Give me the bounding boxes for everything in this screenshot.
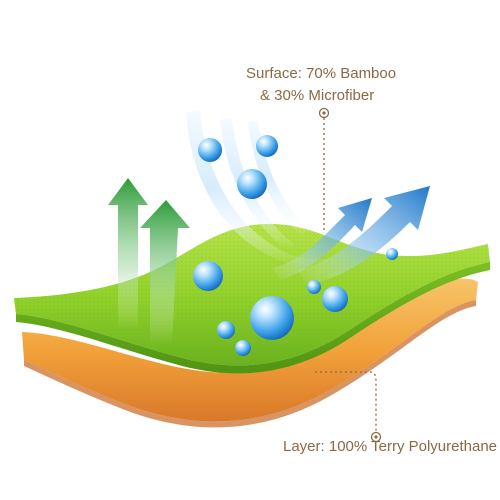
up-arrow-icon bbox=[140, 200, 190, 345]
up-arrow-icon bbox=[108, 178, 148, 330]
layer-label: Layer: 100% Terry Polyurethane bbox=[283, 438, 498, 455]
water-droplet-icon bbox=[217, 321, 235, 339]
surface-label-line2: & 30% Microfiber bbox=[260, 87, 375, 104]
water-droplet-icon bbox=[250, 296, 294, 340]
water-droplet-icon bbox=[386, 248, 398, 260]
layer-leader-line bbox=[315, 371, 382, 443]
water-droplet-icon bbox=[307, 280, 321, 294]
diagonal-arrow-icon bbox=[298, 186, 430, 284]
water-droplet-icon bbox=[256, 135, 278, 157]
water-droplet-icon bbox=[235, 340, 251, 356]
water-droplet-icon bbox=[322, 286, 348, 312]
polyurethane-layer bbox=[22, 278, 478, 428]
surface-leader-line bbox=[318, 107, 330, 232]
diagonal-arrow-icon bbox=[272, 198, 372, 280]
water-droplet-icon bbox=[237, 169, 267, 199]
water-droplet-icon bbox=[198, 138, 222, 162]
surface-label-line1: Surface: 70% Bamboo bbox=[246, 65, 397, 82]
water-droplet-icon bbox=[193, 261, 223, 291]
